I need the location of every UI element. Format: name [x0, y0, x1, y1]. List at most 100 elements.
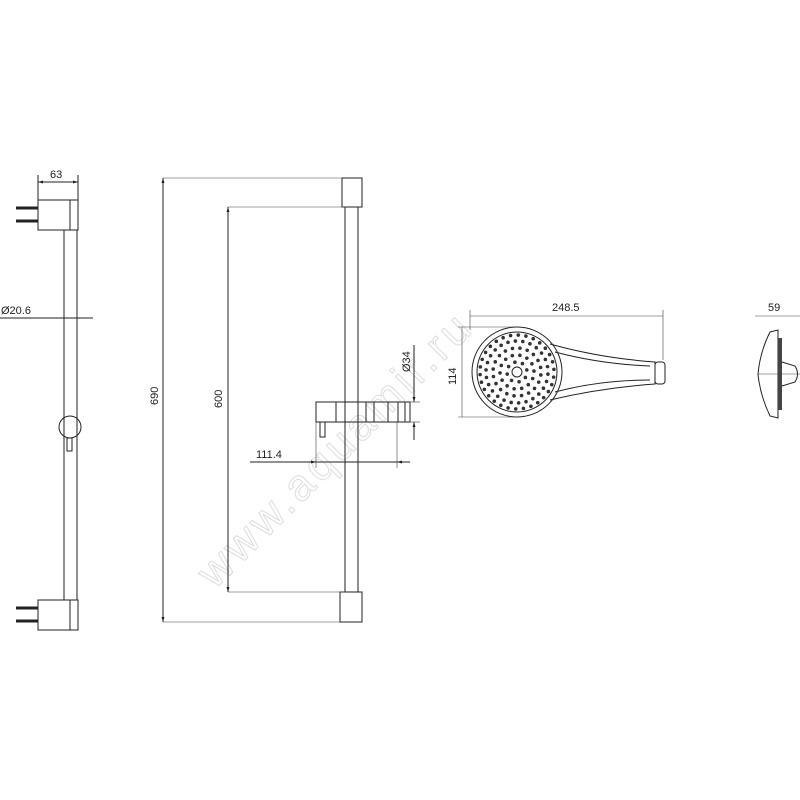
- nozzle: [525, 348, 529, 353]
- dim-handshower-length: 248.5: [552, 302, 580, 314]
- nozzle: [479, 380, 484, 385]
- nozzle: [516, 401, 521, 405]
- nozzle: [532, 369, 536, 373]
- nozzle: [552, 367, 556, 372]
- nozzle: [517, 379, 521, 384]
- nozzle: [499, 403, 503, 408]
- nozzle: [506, 340, 510, 345]
- nozzle: [490, 389, 495, 393]
- nozzle: [512, 386, 516, 391]
- nozzle: [544, 379, 549, 384]
- nozzle: [524, 334, 528, 338]
- nozzle: [546, 372, 550, 376]
- nozzle: [518, 346, 522, 350]
- nozzle: [508, 333, 513, 338]
- nozzle: [482, 387, 487, 392]
- nozzle: [480, 357, 485, 362]
- nozzle: [492, 399, 497, 403]
- nozzle: [543, 346, 548, 350]
- nozzle: [509, 378, 514, 383]
- nozzle: [503, 357, 508, 362]
- screw-icon: [16, 206, 38, 623]
- nozzle: [503, 349, 508, 353]
- nozzle: [519, 393, 524, 398]
- nozzle: [530, 376, 535, 381]
- handshower-side-view: 59: [755, 302, 800, 419]
- nozzle: [505, 384, 509, 388]
- nozzle: [506, 406, 510, 410]
- nozzle: [488, 353, 493, 358]
- nozzle: [529, 404, 533, 409]
- handshower-front-view: 248.5 114: [447, 302, 666, 418]
- nozzle: [483, 350, 488, 355]
- dim-slider-diameter: Ø34: [401, 351, 413, 372]
- nozzle: [506, 364, 511, 369]
- nozzle: [484, 375, 489, 380]
- nozzle: [543, 357, 548, 362]
- nozzle: [528, 342, 532, 346]
- nozzle: [526, 391, 531, 395]
- nozzle: [547, 352, 552, 357]
- nozzle: [523, 375, 528, 380]
- nozzle: [539, 373, 543, 377]
- nozzle: [509, 400, 513, 405]
- nozzle: [524, 368, 529, 372]
- nozzle: [491, 367, 495, 371]
- nozzle: [493, 348, 498, 352]
- nozzle: [500, 378, 504, 382]
- nozzle: [478, 365, 483, 369]
- rail-side-view: 63 Ø20.6: [0, 169, 93, 631]
- nozzle: [501, 335, 505, 340]
- nozzle: [495, 394, 500, 399]
- nozzle: [541, 386, 546, 391]
- nozzle: [531, 336, 535, 341]
- nozzle: [484, 368, 488, 372]
- nozzle: [519, 386, 524, 391]
- watermark: www.aquamir.ru: [187, 301, 483, 597]
- nozzle: [497, 353, 502, 358]
- nozzle: [550, 359, 555, 364]
- nozzle: [502, 398, 506, 402]
- nozzle: [521, 339, 525, 344]
- nozzle: [536, 392, 541, 396]
- nozzle: [534, 345, 539, 350]
- nozzle: [524, 399, 528, 404]
- nozzle: [518, 353, 522, 358]
- nozzle: [498, 387, 503, 392]
- nozzle: [510, 353, 515, 358]
- nozzle: [520, 361, 525, 366]
- nozzle: [549, 382, 554, 387]
- dim-total-length: 690: [149, 387, 161, 405]
- nozzle: [499, 363, 504, 368]
- nozzle: [530, 362, 534, 366]
- nozzle: [486, 394, 491, 398]
- nozzle: [545, 364, 550, 369]
- nozzle: [485, 360, 490, 365]
- dim-rod-diameter: Ø20.6: [1, 305, 31, 317]
- nozzle: [510, 346, 515, 351]
- nozzle: [551, 375, 556, 379]
- nozzle: [537, 341, 542, 345]
- nozzle: [488, 344, 493, 349]
- nozzle: [498, 371, 502, 375]
- nozzle: [525, 356, 529, 360]
- nozzle: [541, 395, 546, 400]
- dim-handshower-width: 114: [447, 367, 459, 385]
- dim-slider-offset: 111.4: [256, 449, 282, 461]
- nozzle: [539, 351, 544, 355]
- nozzle: [478, 372, 482, 377]
- nozzle: [494, 339, 499, 344]
- nozzle: [513, 407, 518, 411]
- nozzle: [493, 360, 498, 364]
- nozzle: [538, 365, 543, 370]
- nozzle: [491, 374, 496, 379]
- nozzle: [531, 352, 536, 357]
- dim-handshower-depth: 59: [768, 302, 780, 314]
- nozzle: [526, 382, 531, 387]
- nozzle: [536, 358, 540, 363]
- nozzle: [486, 382, 491, 387]
- dim-bracket-depth: 63: [50, 169, 62, 181]
- nozzle: [535, 400, 540, 405]
